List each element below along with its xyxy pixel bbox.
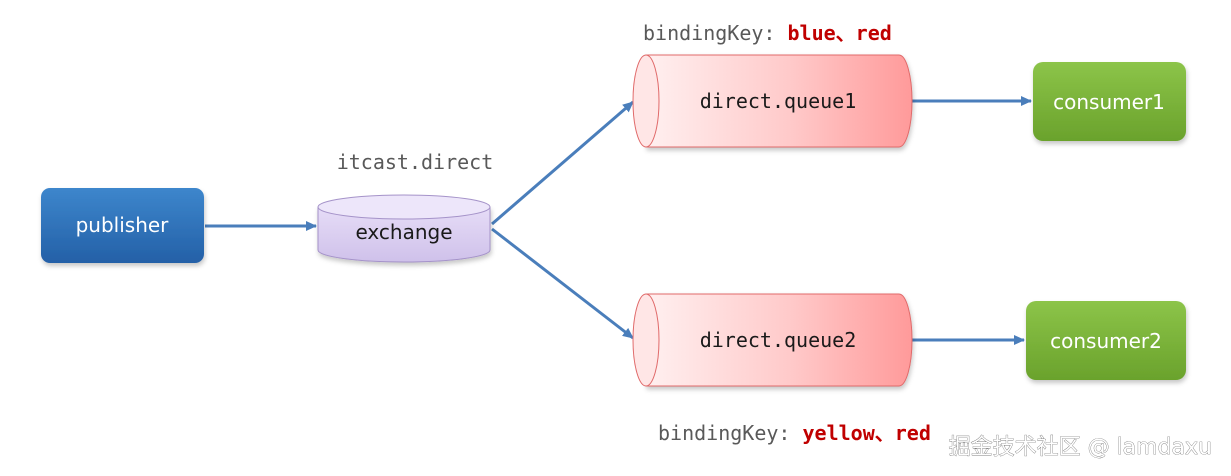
connectors bbox=[205, 96, 1032, 345]
consumer2-node: consumer2 bbox=[1026, 301, 1186, 380]
consumer1-node: consumer1 bbox=[1033, 62, 1186, 141]
publisher-node: publisher bbox=[41, 188, 204, 263]
queue2-binding-keys: yellow、red bbox=[803, 421, 931, 445]
queue1-node: direct.queue1 bbox=[632, 54, 913, 148]
queue2-label: direct.queue2 bbox=[700, 328, 857, 352]
queue2-node: direct.queue2 bbox=[632, 293, 913, 387]
queue1-binding: bindingKey: blue、red bbox=[643, 21, 892, 45]
queue2-binding-prefix: bindingKey: bbox=[658, 421, 803, 445]
watermark-text: 掘金技术社区 @ lamdaxu bbox=[949, 435, 1212, 460]
consumer1-label: consumer1 bbox=[1053, 90, 1165, 114]
queue1-binding-prefix: bindingKey: bbox=[643, 21, 788, 45]
queue1-label: direct.queue1 bbox=[700, 89, 857, 113]
exchange-label: exchange bbox=[355, 220, 452, 244]
queue1-binding-keys: blue、red bbox=[788, 21, 892, 45]
exchange-node: exchange bbox=[317, 194, 491, 263]
exchange-name: itcast.direct bbox=[337, 150, 494, 174]
arrow-exchange-to-queue1 bbox=[491, 100, 634, 226]
queue2-binding: bindingKey: yellow、red bbox=[658, 421, 931, 445]
arrow-exchange-to-queue2 bbox=[491, 227, 634, 340]
consumer2-label: consumer2 bbox=[1050, 329, 1162, 353]
publisher-label: publisher bbox=[76, 213, 170, 237]
